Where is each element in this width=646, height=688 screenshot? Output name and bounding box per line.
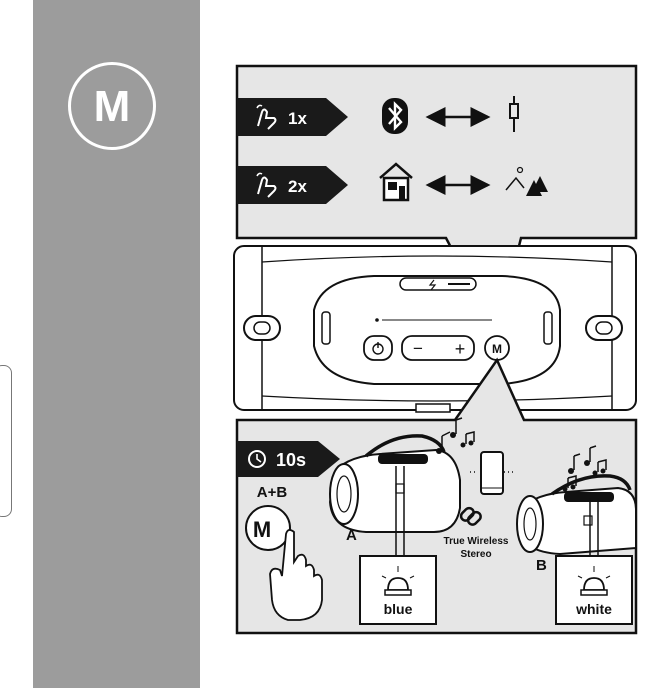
mode-letter: M <box>94 82 131 131</box>
top-panel: 1x 2x <box>235 64 638 339</box>
left-strap-loop <box>243 315 281 341</box>
music-notes-icon <box>436 417 475 454</box>
outdoor-mountains-icon <box>505 166 548 196</box>
hand-tap-icon <box>256 104 277 130</box>
volume-minus-label: − <box>413 339 423 358</box>
bluetooth-icon <box>382 98 408 134</box>
speaker-device: − + M <box>233 245 637 413</box>
hold-time-label: 10s <box>276 450 306 470</box>
music-notes-icon-b <box>562 445 607 492</box>
pointing-hand-icon <box>269 529 323 621</box>
mode-m-badge: M <box>68 62 156 150</box>
link-icon <box>459 506 482 526</box>
phone-icon <box>480 451 504 495</box>
mode-button-label: M <box>492 342 502 356</box>
speaker-b <box>516 474 637 556</box>
combo-label: A+B <box>257 484 288 501</box>
hand-tap-icon-2 <box>256 172 277 198</box>
led-light-icon-b <box>577 566 611 596</box>
speaker-b-label: B <box>536 557 547 574</box>
power-button[interactable] <box>363 335 393 361</box>
aux-jack-icon <box>509 96 519 132</box>
bottom-panel: 10s A+B M A <box>235 357 638 635</box>
clock-icon <box>248 450 266 468</box>
mode-button[interactable]: M <box>484 335 510 361</box>
led-a-color: blue <box>384 601 413 617</box>
led-callout-blue: blue <box>359 555 437 625</box>
speaker-a-label: A <box>346 527 357 544</box>
page-edge-tab <box>0 365 12 517</box>
m-button-large: M <box>245 505 291 551</box>
press-once-label: 1x <box>288 109 307 128</box>
m-button-large-letter: M <box>253 517 271 542</box>
volume-plus-label: + <box>455 339 466 359</box>
house-icon <box>379 162 413 202</box>
tws-line-1: True Wireless <box>444 536 509 547</box>
hold-time-banner: 10s <box>237 441 340 477</box>
led-b-color: white <box>575 601 612 617</box>
press-twice-label: 2x <box>288 177 307 196</box>
press-once-banner: 1x <box>237 98 348 136</box>
speaker-a <box>328 434 461 533</box>
right-strap-loop <box>585 315 623 341</box>
led-light-icon <box>381 566 415 596</box>
tws-line-2: Stereo <box>460 549 491 560</box>
press-twice-banner: 2x <box>237 166 348 204</box>
led-callout-white: white <box>555 555 633 625</box>
volume-rocker[interactable]: − + <box>401 335 475 361</box>
